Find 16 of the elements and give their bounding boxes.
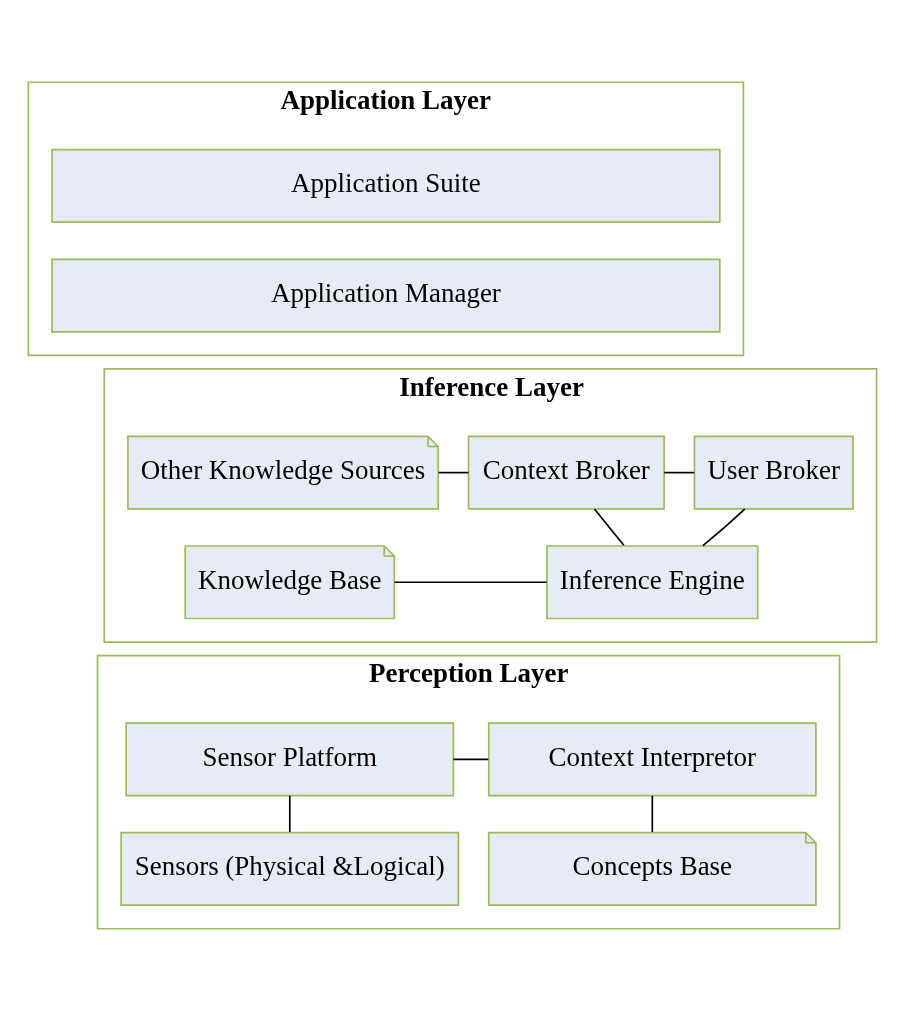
node-box: Context Interpretor [487, 721, 817, 796]
connector [437, 471, 470, 473]
connector [288, 794, 291, 833]
node-box: Context Broker [467, 435, 665, 510]
node-box: Sensors (Physical &Logical) [120, 831, 460, 906]
node-box: Application Suite [51, 148, 721, 223]
connector [651, 794, 654, 833]
connector [393, 580, 548, 583]
connector [593, 507, 625, 546]
node-box: Sensor Platform [125, 721, 455, 796]
node-box: Inference Engine [546, 544, 759, 619]
node-box: User Broker [693, 435, 854, 510]
connector [663, 471, 696, 473]
connector [452, 757, 490, 760]
node-box: Application Manager [51, 257, 721, 333]
connector [702, 507, 746, 547]
